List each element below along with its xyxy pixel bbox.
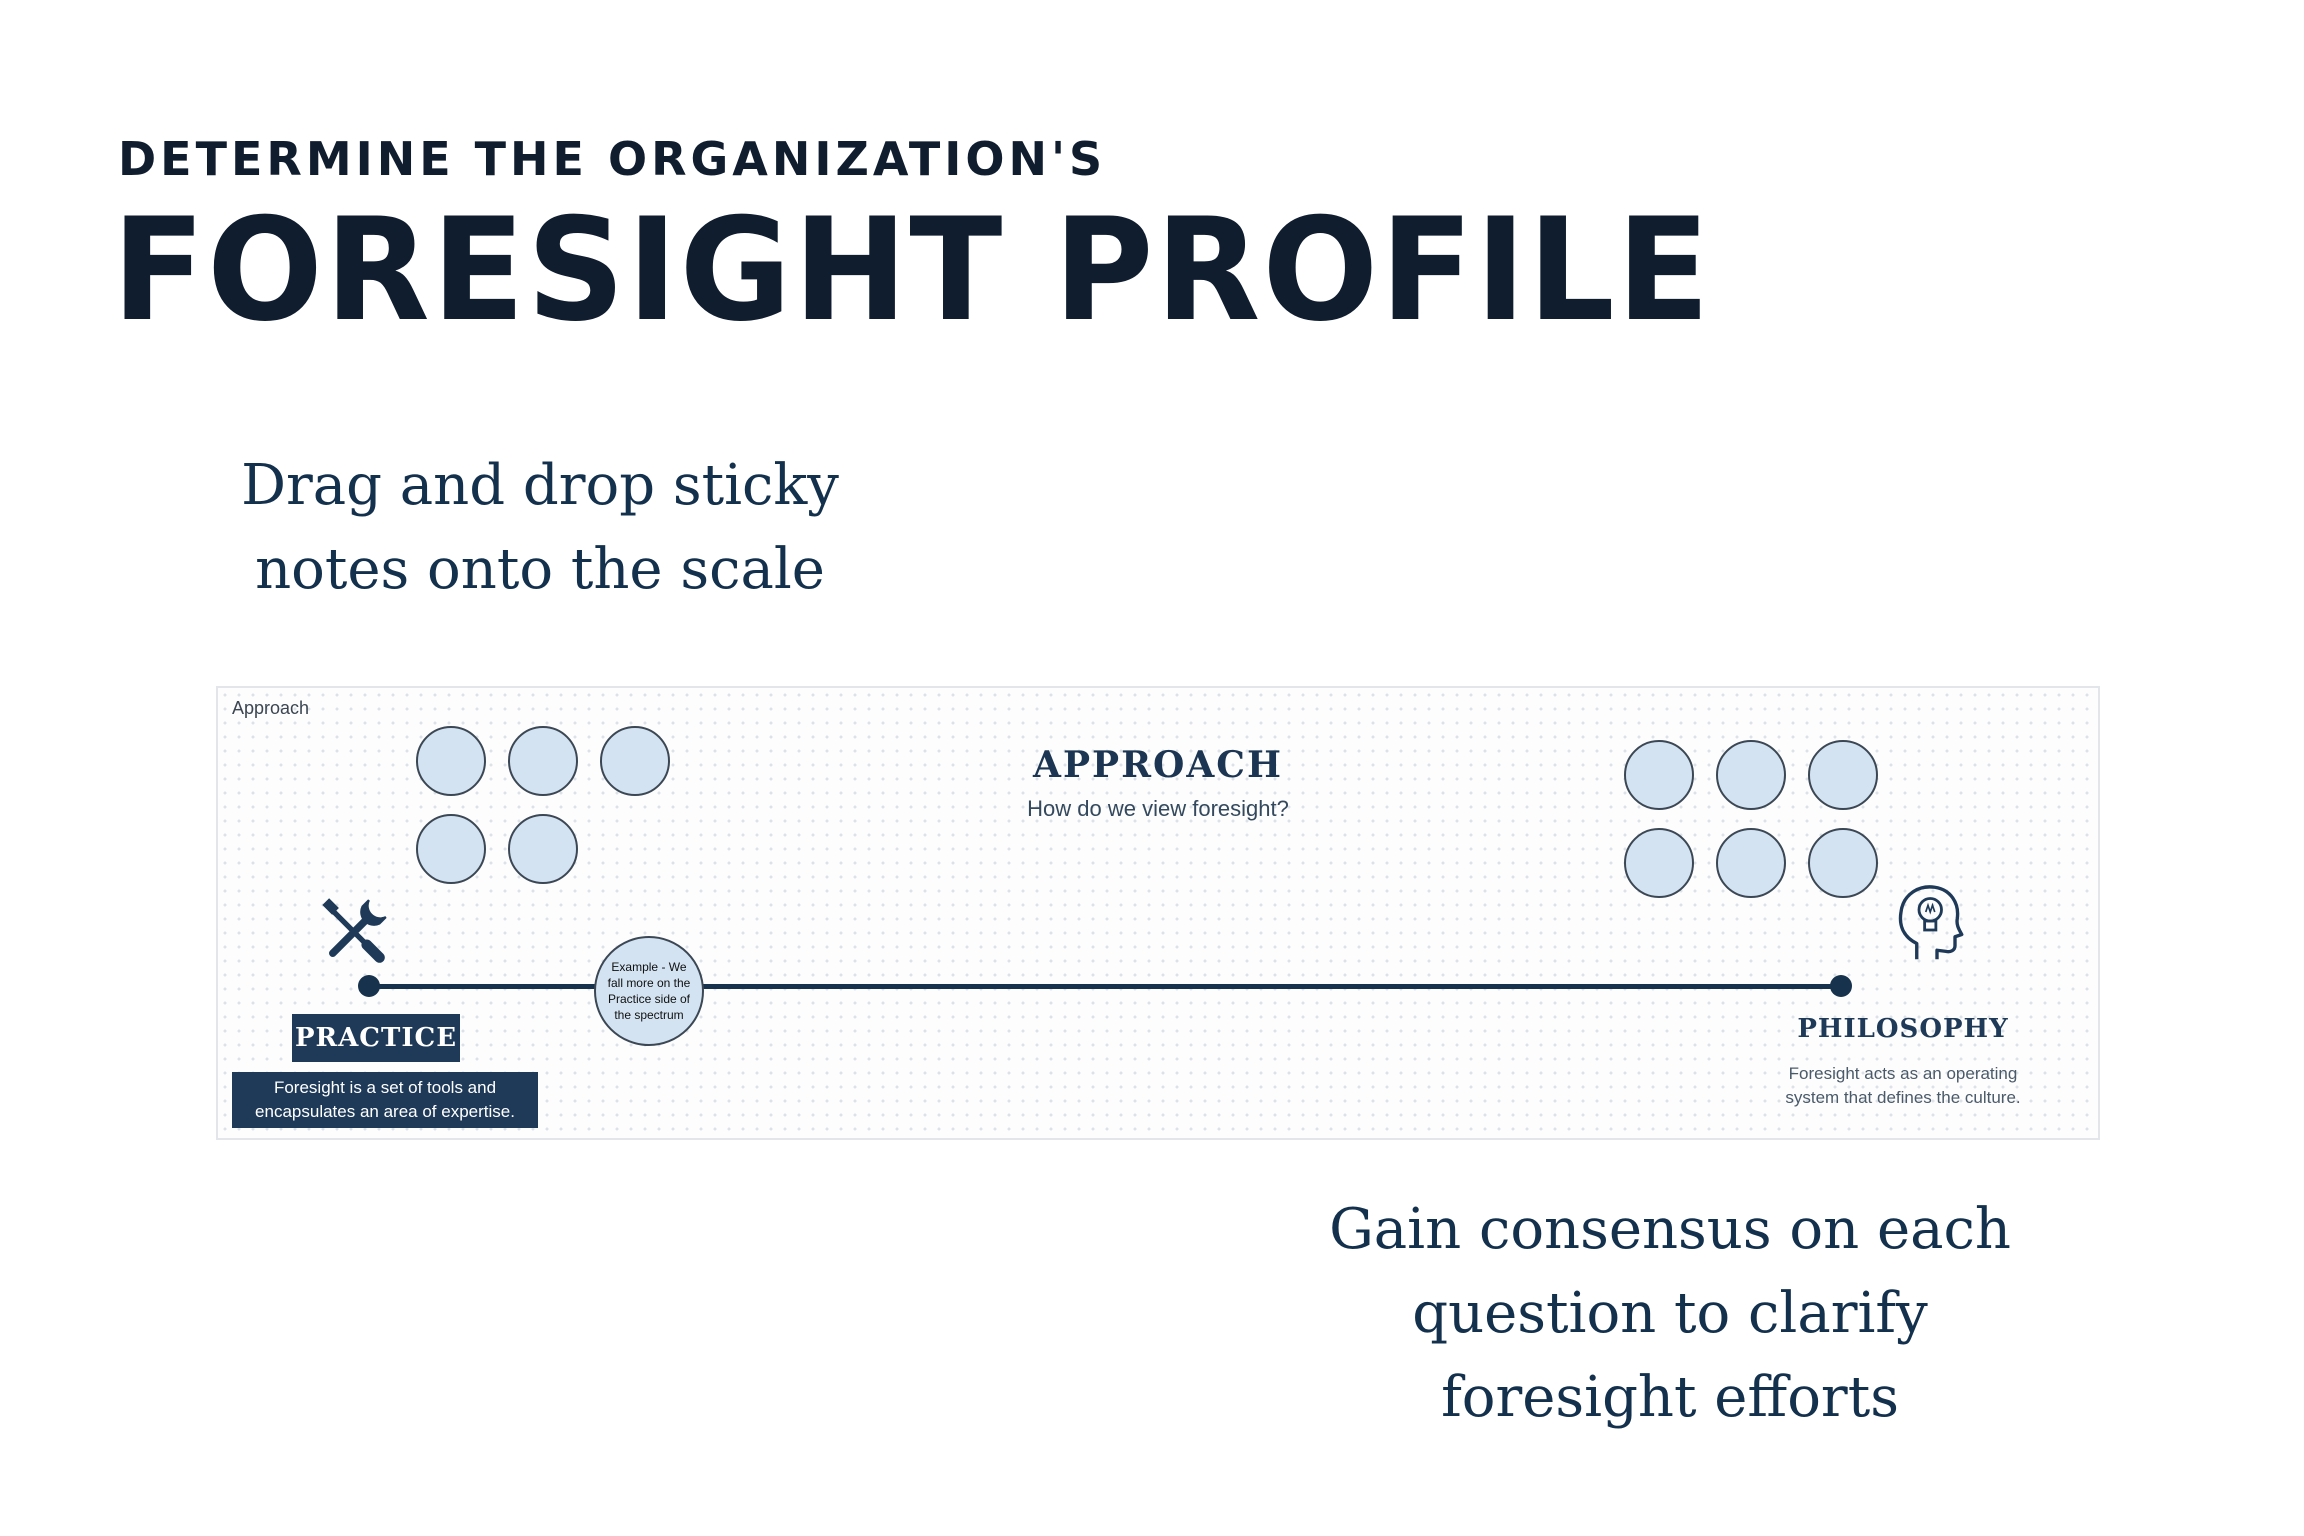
- practice-label: PRACTICE: [292, 1014, 460, 1062]
- head-lightbulb-icon: [1898, 885, 1964, 960]
- sticky-note-circle[interactable]: [508, 814, 578, 884]
- approach-frame[interactable]: Approach APPROACH How do we view foresig…: [216, 686, 2100, 1140]
- sticky-note-circle[interactable]: [1624, 828, 1694, 898]
- frame-label[interactable]: Approach: [232, 698, 310, 718]
- approach-heading: APPROACH: [1033, 744, 1283, 786]
- philosophy-label: PHILOSOPHY: [1797, 1014, 2009, 1044]
- sticky-note-circle[interactable]: [508, 726, 578, 796]
- sticky-note-circle[interactable]: [1716, 828, 1786, 898]
- sticky-note-circle[interactable]: [600, 726, 670, 796]
- instruction-consensus: Gain consensus on each question to clari…: [1329, 1197, 2011, 1430]
- tools-icon: [322, 898, 387, 963]
- scale-endpoint-left: [358, 975, 380, 997]
- page-title: FORESIGHT PROFILE: [112, 188, 1712, 353]
- instruction-drag-drop: Drag and drop sticky notes onto the scal…: [241, 453, 839, 602]
- sticky-note-circle[interactable]: [416, 726, 486, 796]
- practice-description: Foresight is a set of tools and encapsul…: [232, 1072, 538, 1128]
- sticky-note-circle[interactable]: [416, 814, 486, 884]
- sticky-note-circle[interactable]: [1808, 828, 1878, 898]
- example-sticky-note[interactable]: Example - We fall more on the Practice s…: [594, 936, 704, 1046]
- sticky-note-circle[interactable]: [1716, 740, 1786, 810]
- sticky-note-circle[interactable]: [1808, 740, 1878, 810]
- scale-endpoint-right: [1830, 975, 1852, 997]
- sticky-note-circle[interactable]: [1624, 740, 1694, 810]
- page-subtitle: DETERMINE THE ORGANIZATION'S: [118, 132, 1107, 186]
- spectrum-scale-line: [368, 984, 1838, 989]
- philosophy-description: Foresight acts as an operating system th…: [1785, 1064, 2021, 1107]
- approach-question: How do we view foresight?: [1027, 796, 1289, 821]
